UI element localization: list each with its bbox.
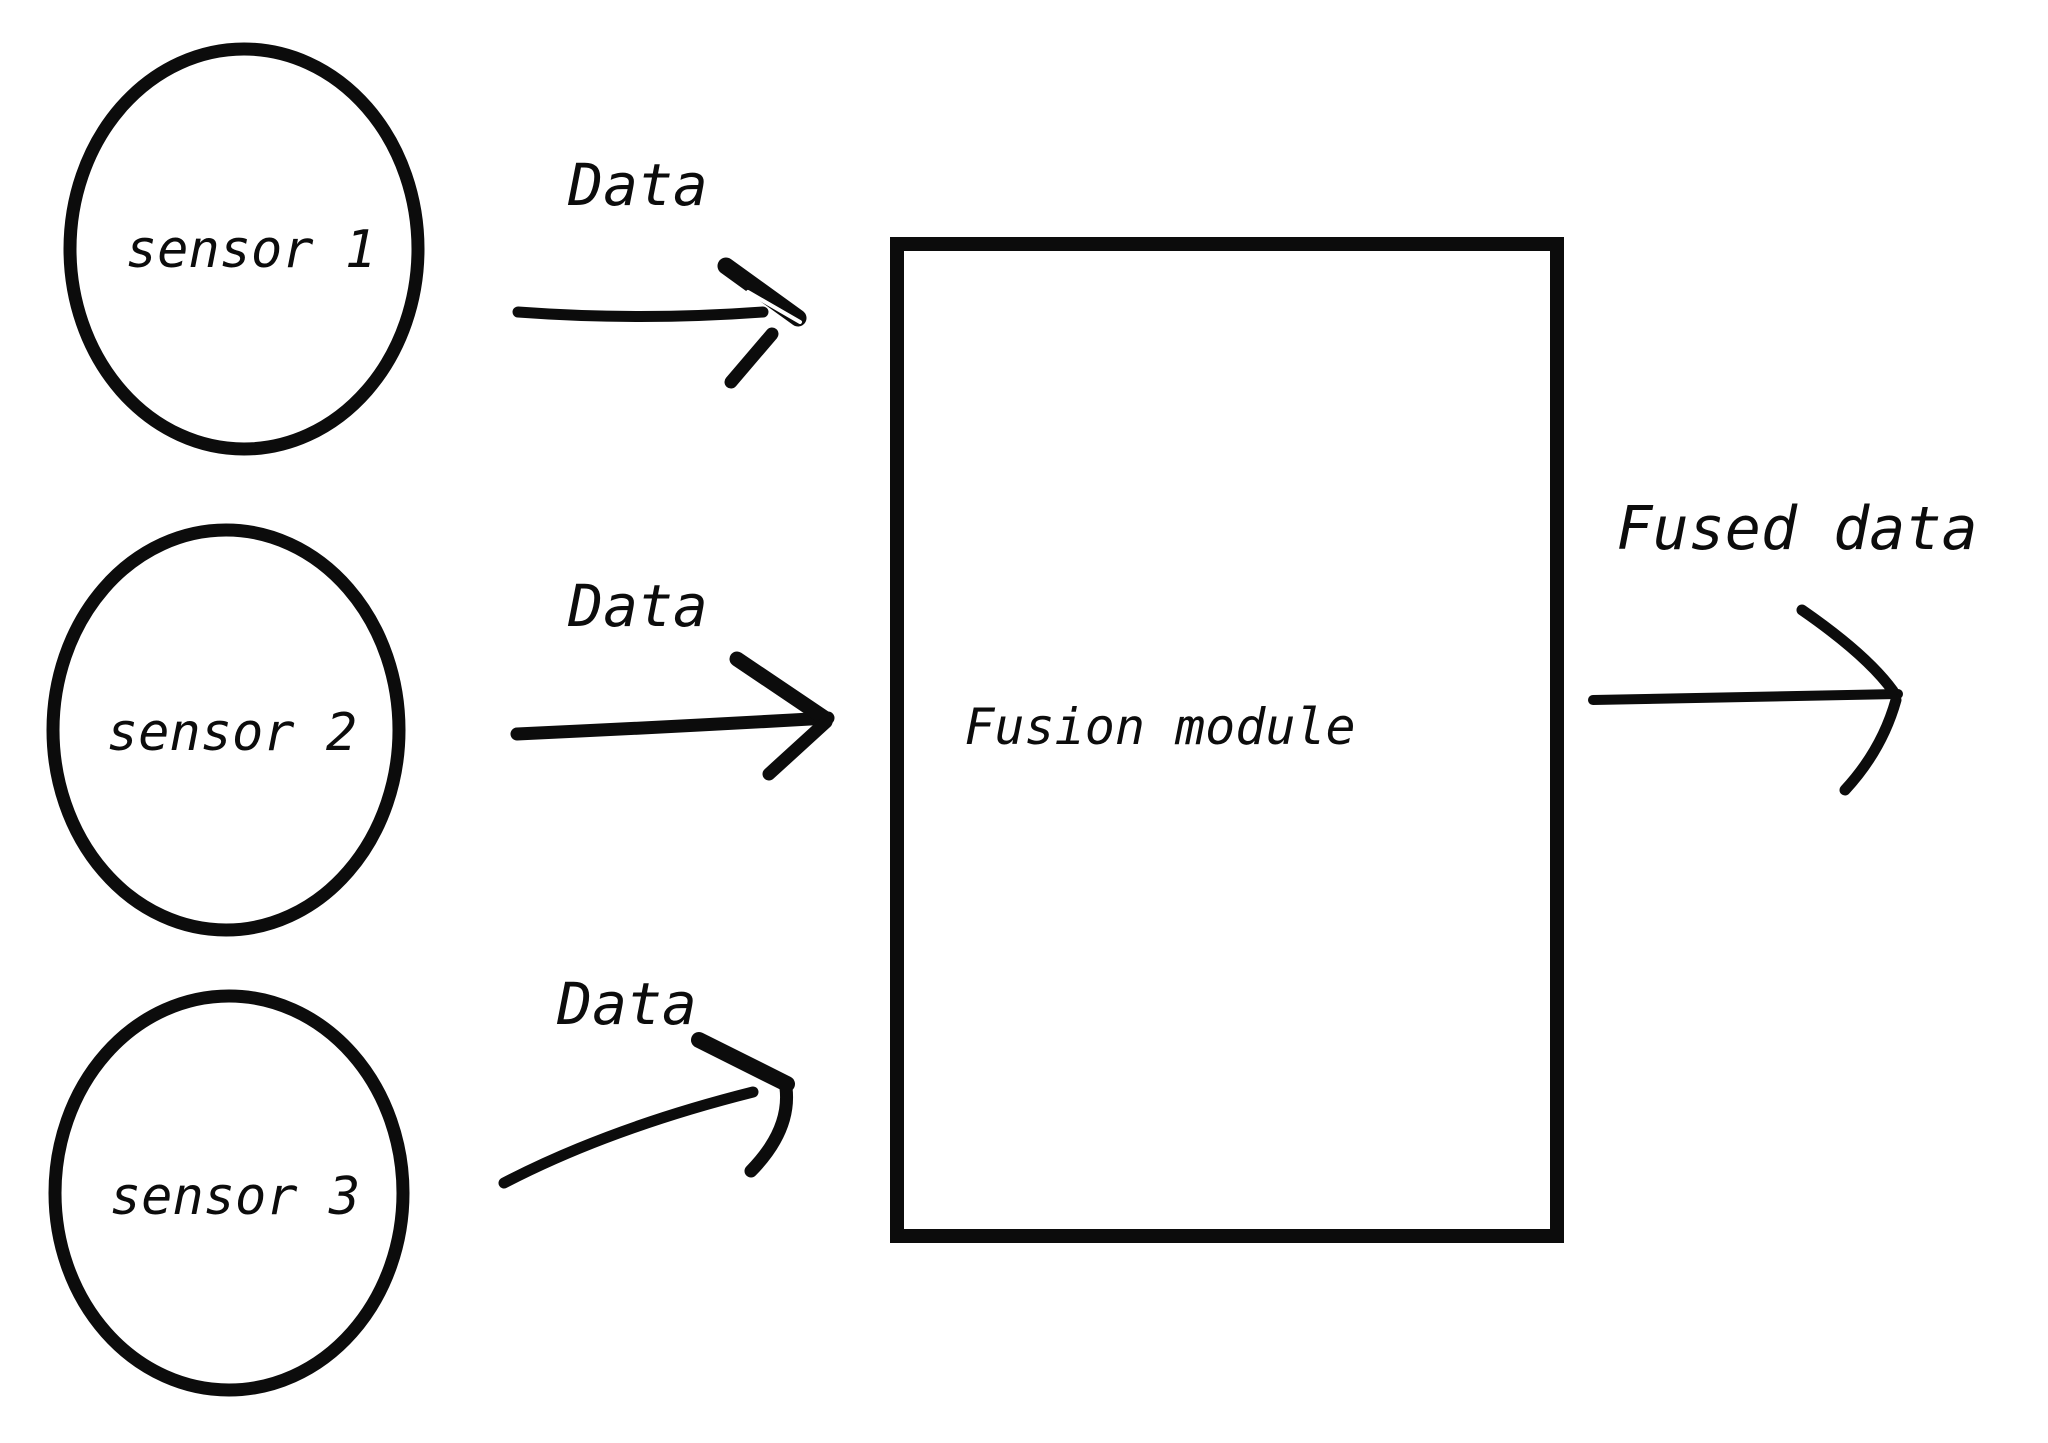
- sensor2-node-circle: [46, 523, 406, 937]
- arrow-sensor2-to-fusion: [510, 651, 835, 781]
- arrow3-shaft: [498, 1086, 759, 1189]
- output-arrow-head-lower: [1839, 694, 1902, 796]
- fusion-module-label: Fusion module: [964, 698, 1355, 756]
- diagram-labels: sensor 1 sensor 2 sensor 3 Fusion module…: [107, 151, 1978, 1227]
- data3-edge-label: Data: [556, 970, 697, 1038]
- output-arrow-shaft: [1588, 689, 1903, 705]
- arrow-sensor3-to-fusion: [498, 1032, 795, 1189]
- arrow3-head-upper: [691, 1032, 795, 1092]
- fusion-module-box: [890, 237, 1564, 1243]
- arrow1-head-streak: [746, 290, 802, 324]
- sensor2-label: sensor 2: [107, 703, 357, 763]
- arrow-fusion-output: [1588, 604, 1903, 796]
- sensor3-node-circle: [48, 989, 410, 1397]
- sensor1-node-circle: [63, 42, 425, 456]
- data1-edge-label: Data: [567, 151, 708, 219]
- arrow2-head-upper: [729, 651, 834, 727]
- sensor3-label: sensor 3: [110, 1167, 360, 1227]
- data2-edge-label: Data: [567, 572, 708, 640]
- arrow-sensor1-to-fusion: [512, 257, 807, 389]
- node-shapes: [46, 42, 1564, 1397]
- arrow3-head-lower: [744, 1081, 794, 1178]
- arrow1-head-upper: [717, 257, 807, 327]
- arrow1-head-lower: [724, 327, 779, 389]
- sensor1-label: sensor 1: [126, 220, 376, 280]
- fused-data-edge-label: Fused data: [1616, 494, 1977, 564]
- arrow1-shaft: [512, 306, 769, 322]
- arrow2-head-lower: [762, 715, 833, 781]
- arrow2-shaft: [510, 711, 835, 741]
- edge-arrows: [498, 257, 1903, 1189]
- output-arrow-head-upper: [1796, 604, 1899, 697]
